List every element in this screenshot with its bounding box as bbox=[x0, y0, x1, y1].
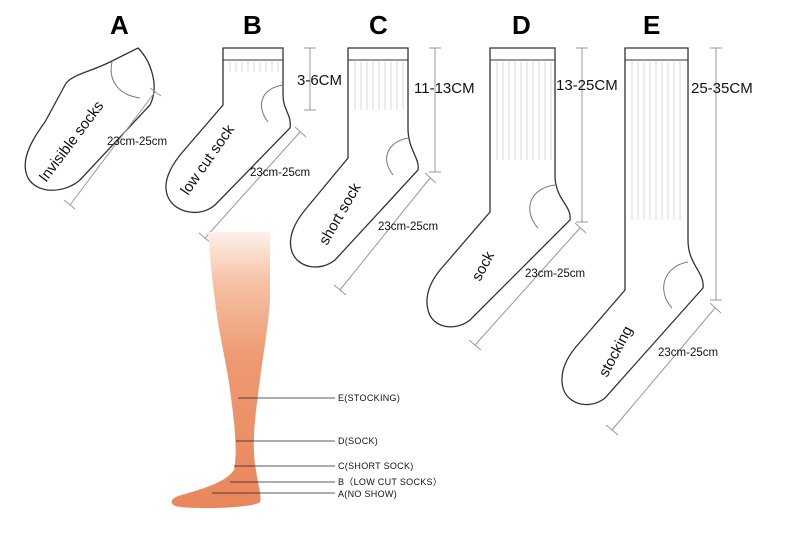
leg-level-a-label: A(NO SHOW) bbox=[338, 489, 397, 499]
sock-e-height: 25-35CM bbox=[691, 80, 753, 97]
sock-c-length: 23cm-25cm bbox=[378, 221, 438, 233]
leg-illustration bbox=[171, 232, 270, 509]
sock-b: low cut sock 3-6CM 23cm-25cm bbox=[165, 47, 342, 244]
leg-level-d-label: D(SOCK) bbox=[338, 436, 378, 446]
sock-d: sock 13-25CM 23cm-25cm bbox=[426, 47, 618, 351]
sock-d-height: 13-25CM bbox=[556, 77, 618, 94]
sock-b-length: 23cm-25cm bbox=[250, 167, 310, 179]
sock-e: stocking 25-35CM 23cm-25cm bbox=[561, 47, 753, 436]
sock-e-ribbing bbox=[631, 62, 681, 220]
sock-d-ribbing bbox=[496, 62, 552, 160]
sock-c-height: 11-13CM bbox=[414, 80, 475, 97]
sock-e-length: 23cm-25cm bbox=[658, 347, 718, 359]
sock-c-ribbing bbox=[354, 62, 404, 110]
letter-c: C bbox=[369, 10, 388, 40]
letter-b: B bbox=[243, 10, 262, 40]
sock-b-height: 3-6CM bbox=[297, 72, 342, 89]
sock-d-length: 23cm-25cm bbox=[525, 268, 585, 280]
leg-level-b-label: B（LOW CUT SOCKS） bbox=[338, 477, 442, 487]
letter-a: A bbox=[110, 10, 129, 40]
sock-c: short sock 11-13CM 23cm-25cm bbox=[289, 47, 475, 296]
leg-level-c-label: C(SHORT SOCK) bbox=[338, 461, 414, 471]
leg-level-e-label: E(STOCKING) bbox=[338, 393, 400, 403]
sock-b-ribbing bbox=[229, 62, 279, 72]
letter-d: D bbox=[512, 10, 531, 40]
sock-a: Invisible socks 23cm-25cm bbox=[24, 47, 167, 210]
leg-levels: E(STOCKING) D(SOCK) C(SHORT SOCK) B（LOW … bbox=[212, 393, 442, 499]
sock-a-length: 23cm-25cm bbox=[107, 136, 167, 148]
letter-e: E bbox=[643, 10, 660, 40]
